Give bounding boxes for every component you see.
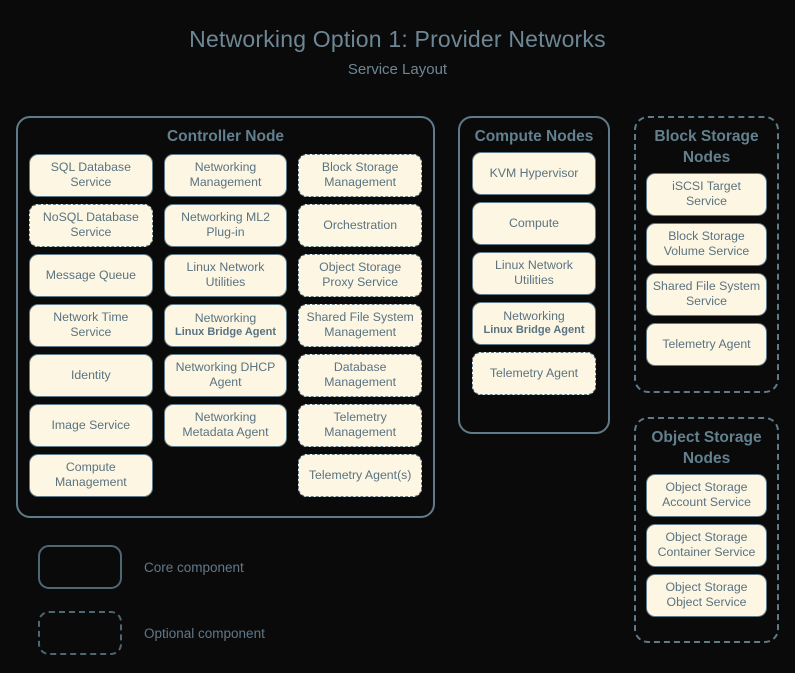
service-label: Identity xyxy=(71,367,111,382)
service-label: SQL Database Service xyxy=(50,160,131,190)
service-box[interactable]: Message Queue xyxy=(29,253,153,297)
controller-node-grid: SQL Database Service Networking Managemen… xyxy=(18,148,433,507)
service-box[interactable]: Shared File System Management xyxy=(298,303,422,347)
service-box[interactable]: Object Storage Container Service xyxy=(646,523,767,567)
service-label: Block Storage Volume Service xyxy=(663,229,750,259)
service-label: Message Queue xyxy=(45,267,136,282)
diagram-title: Networking Option 1: Provider Networks xyxy=(189,26,606,52)
service-box[interactable]: Telemetry Agent(s) xyxy=(298,453,422,497)
service-box[interactable]: Image Service xyxy=(29,403,153,447)
service-label: Orchestration xyxy=(323,217,398,232)
service-label: Object Storage Object Service xyxy=(665,580,748,610)
service-label: Database Management xyxy=(324,360,397,390)
service-sublabel: Linux Bridge Agent xyxy=(174,326,277,339)
service-box[interactable]: Linux Network Utilities xyxy=(163,253,288,297)
service-box[interactable]: Orchestration xyxy=(298,203,422,247)
controller-node-title: Controller Node xyxy=(166,128,285,145)
service-label: Linux Network Utilities xyxy=(186,260,265,290)
service-box[interactable]: Block Storage Volume Service xyxy=(646,222,767,266)
legend-label: Optional component xyxy=(144,625,265,641)
service-label: KVM Hypervisor xyxy=(489,165,579,180)
service-sublabel: Linux Bridge Agent xyxy=(483,324,585,337)
service-label: Networking ML2 Plug-in xyxy=(181,210,270,240)
service-label: Telemetry Management xyxy=(324,410,397,440)
service-label: Object Storage Account Service xyxy=(662,480,751,510)
service-label: Networking Metadata Agent xyxy=(182,410,269,440)
service-box[interactable]: Linux Network Utilities xyxy=(472,251,596,295)
service-label: Image Service xyxy=(51,417,131,432)
service-label: Block Storage Management xyxy=(321,160,399,190)
diagram-subtitle: Service Layout xyxy=(347,61,448,78)
legend-swatch-optional xyxy=(38,611,122,655)
service-box[interactable]: Networking ML2 Plug-in xyxy=(163,203,288,247)
service-box[interactable]: NoSQL Database Service xyxy=(29,203,153,247)
service-box[interactable]: Object Storage Account Service xyxy=(646,473,767,517)
legend-swatch-core xyxy=(38,545,122,589)
service-box[interactable]: Networking Management xyxy=(163,153,288,197)
service-box[interactable]: Network Time Service xyxy=(29,303,153,347)
block-storage-nodes-container: Block Storage Nodes iSCSI Target Service… xyxy=(634,116,779,393)
block-storage-nodes-title: Block Storage Nodes xyxy=(654,128,759,166)
service-label: Networking DHCP Agent xyxy=(175,360,276,390)
service-label: Telemetry Agent xyxy=(662,336,751,351)
service-label: Networking Management xyxy=(189,160,262,190)
service-label: iSCSI Target Service xyxy=(672,179,741,209)
service-label: Compute Management xyxy=(54,460,127,490)
service-box[interactable]: Shared File System Service xyxy=(646,272,767,316)
legend-row: Optional component xyxy=(38,607,378,659)
service-box[interactable]: SQL Database Service xyxy=(29,153,153,197)
service-label: Shared File System Management xyxy=(306,310,414,340)
service-label: Network Time Service xyxy=(53,310,129,340)
object-storage-nodes-container: Object Storage Nodes Object Storage Acco… xyxy=(634,417,779,643)
service-label: Telemetry Agent xyxy=(489,365,579,380)
service-label: Linux Network Utilities xyxy=(495,258,573,288)
compute-nodes-title: Compute Nodes xyxy=(474,128,594,145)
service-box[interactable]: Compute Management xyxy=(29,453,153,497)
service-box[interactable]: Identity xyxy=(29,353,153,397)
service-label: Object Storage Container Service xyxy=(657,530,756,560)
service-box[interactable]: Object Storage Object Service xyxy=(646,573,767,617)
service-label: Shared File System Service xyxy=(652,279,761,309)
legend-label: Core component xyxy=(144,559,244,575)
service-box[interactable]: Telemetry Agent xyxy=(472,351,596,395)
service-label: Networking xyxy=(194,311,257,326)
service-label: Object Storage Proxy Service xyxy=(319,260,402,290)
service-label: NoSQL Database Service xyxy=(42,210,139,240)
service-label: Compute xyxy=(509,215,559,230)
service-box[interactable]: Database Management xyxy=(298,353,422,397)
object-storage-nodes-title: Object Storage Nodes xyxy=(651,429,762,467)
legend-row: Core component xyxy=(38,541,378,593)
service-box[interactable]: Object Storage Proxy Service xyxy=(298,253,422,297)
service-box[interactable]: iSCSI Target Service xyxy=(646,172,767,216)
service-box[interactable]: Networking DHCP Agent xyxy=(163,353,288,397)
service-box[interactable]: Telemetry Management xyxy=(298,403,422,447)
service-box[interactable]: KVM Hypervisor xyxy=(472,151,596,195)
service-box[interactable]: Block Storage Management xyxy=(298,153,422,197)
service-box[interactable]: Telemetry Agent xyxy=(646,322,767,366)
service-box[interactable]: Networking Metadata Agent xyxy=(163,403,288,447)
service-label: Networking xyxy=(503,309,565,324)
service-box[interactable]: Compute xyxy=(472,201,596,245)
service-label: Telemetry Agent(s) xyxy=(308,467,412,482)
